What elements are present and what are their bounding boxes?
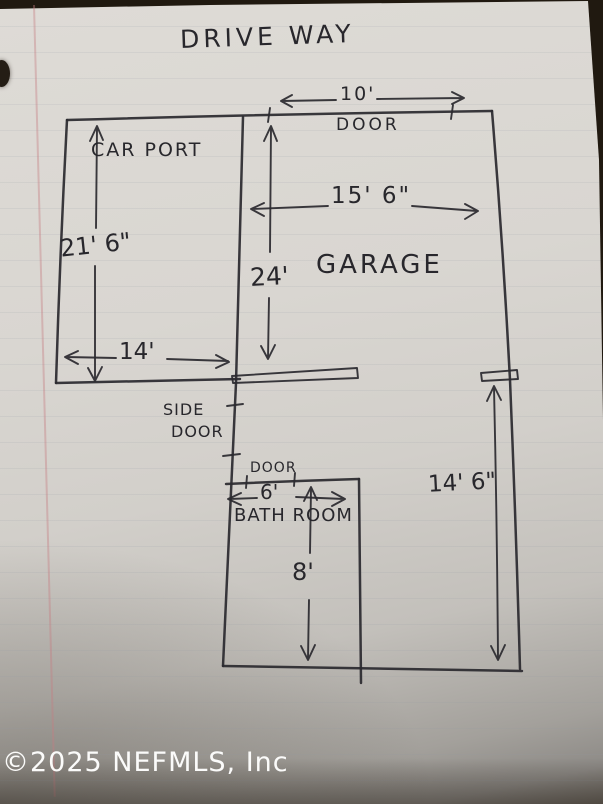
garage-door-label: DOOR: [336, 115, 400, 135]
bathroom-depth-label: 8': [292, 558, 314, 586]
dim-15ft6-arrow: [250, 202, 479, 220]
carport-left-wall: [54, 118, 69, 385]
garage-depth-label: 24': [249, 261, 290, 292]
garage-rear-opening-left: [231, 367, 359, 384]
dimension-arrows: [64, 91, 506, 661]
garage-door-tick-right: [450, 104, 454, 120]
rear-wall-height-label: 14' 6": [427, 468, 497, 498]
carport-label: CAR PORT: [91, 139, 203, 161]
dim-24ft-arrow: [260, 125, 278, 360]
bath-door-tick-right: [293, 472, 296, 487]
side-door-tick-top: [226, 403, 244, 407]
carport-width-label: 14': [119, 339, 155, 365]
dim-6ft-arrow: [227, 491, 346, 507]
paper-hole-mark: [0, 60, 10, 87]
dim-14ft-arrow: [64, 350, 230, 369]
bathroom-width-label: 6': [260, 480, 279, 504]
bathroom-right-wall: [357, 477, 363, 685]
bathroom-door-label: DOOR: [250, 460, 297, 476]
nefmls-watermark: ©2025 NEFMLS, Inc: [2, 747, 289, 778]
dim-21ft6-arrow: [87, 125, 104, 382]
walls: [54, 104, 524, 685]
garage-door-tick-left: [267, 107, 271, 123]
dim-14ft6-arrow: [486, 385, 506, 661]
garage-width-label: 15' 6": [331, 183, 412, 209]
garage-rear-opening-right: [480, 369, 519, 382]
middle-wall: [221, 115, 245, 668]
dim-8ft-arrow: [300, 486, 318, 661]
driveway-label: DRIVE WAY: [179, 18, 356, 55]
garage-door-width-label: 10': [340, 83, 376, 105]
garage-label: GARAGE: [316, 250, 443, 280]
side-door-label-line1: SIDE: [163, 400, 205, 419]
carport-bottom-wall: [54, 377, 242, 385]
bath-door-tick-left: [245, 475, 248, 489]
side-door-label-line2: DOOR: [171, 422, 224, 441]
bathroom-top-wall: [224, 477, 361, 486]
bottom-wall: [221, 664, 524, 673]
dim-10ft-arrow: [280, 91, 465, 108]
side-door-tick-bottom: [222, 453, 241, 457]
bathroom-label: BATH ROOM: [234, 505, 353, 526]
top-wall: [65, 109, 494, 122]
